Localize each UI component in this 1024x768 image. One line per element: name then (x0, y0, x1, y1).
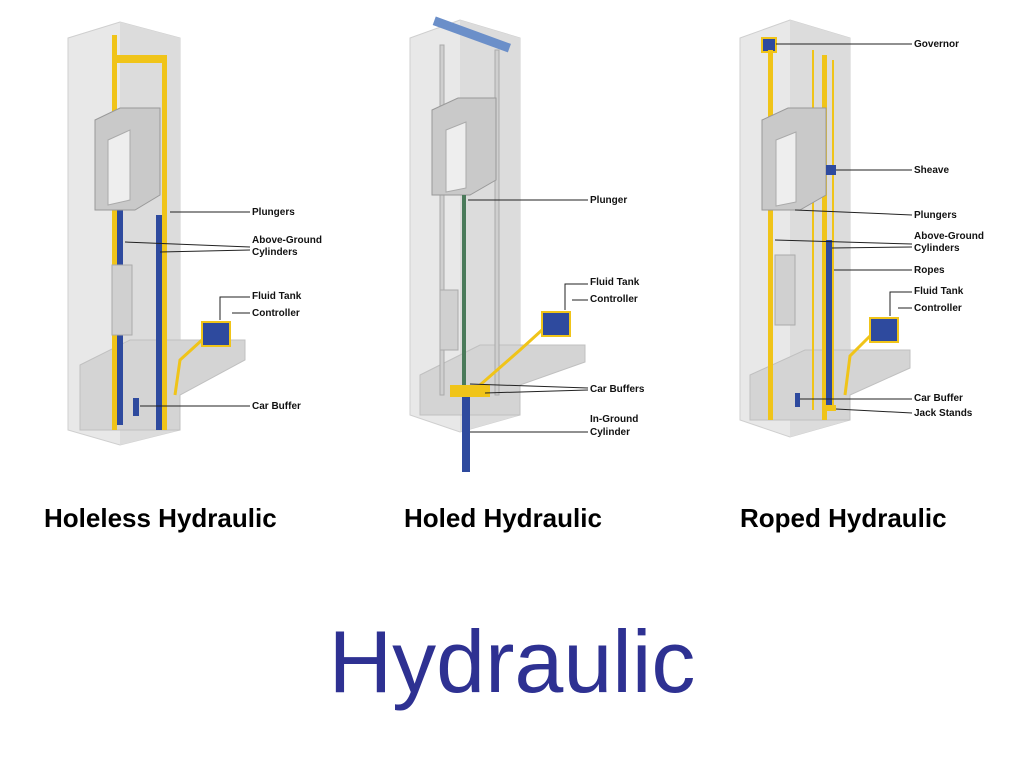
roped-rail-right (822, 55, 827, 420)
holeless-counter-panel (111, 264, 133, 336)
roped-sheave (826, 165, 836, 175)
roped-label-car-buffer: Car Buffer (914, 393, 963, 404)
holeless-label-controller: Controller (252, 308, 300, 319)
holed-plunger (462, 195, 466, 390)
holeless-label-cylinders-1: Above-Ground (252, 235, 322, 246)
holeless-label-cylinders-2: Cylinders (252, 247, 298, 258)
roped-leader-cyl-b (831, 246, 913, 249)
roped-label-fluid-tank: Fluid Tank (914, 286, 964, 297)
holeless-fluid-pipe (173, 338, 204, 396)
roped-label-governor: Governor (914, 39, 959, 50)
roped-rope-b (832, 60, 834, 410)
slide-title: Hydraulic (328, 612, 696, 711)
roped-leader-plungers (794, 209, 913, 216)
holeless-car-door (107, 129, 131, 206)
roped-label-cylinders-1: Above-Ground (914, 231, 984, 242)
elevator-diagrams: Plungers Above-Ground Cylinders Fluid Ta… (67, 16, 984, 472)
holeless-leader-tank (219, 296, 250, 320)
holeless-rail-left (112, 35, 117, 430)
roped-diagram: Governor Sheave Plungers Above-Ground Cy… (739, 19, 984, 438)
holed-label-controller: Controller (590, 294, 638, 305)
holed-fluid-pipe (479, 328, 544, 387)
roped-label-ropes: Ropes (914, 265, 945, 276)
roped-fluid-pipe (843, 334, 872, 396)
roped-car-door (775, 131, 797, 207)
roped-label-plungers: Plungers (914, 210, 957, 221)
roped-fluid-tank (869, 317, 899, 343)
holeless-fluid-tank (201, 321, 231, 347)
holed-beam (432, 16, 511, 53)
holed-leader-tank (564, 283, 588, 310)
holed-label-plunger: Plunger (590, 195, 627, 206)
roped-label-jack-stands: Jack Stands (914, 408, 973, 419)
holed-leader-buffers-a (469, 383, 589, 389)
holed-label-inground-2: Cylinder (590, 427, 630, 438)
holed-fluid-tank (541, 311, 571, 337)
holed-rail-left (439, 44, 445, 396)
holeless-diagram: Plungers Above-Ground Cylinders Fluid Ta… (67, 21, 322, 446)
roped-leader-cyl-a (774, 239, 913, 245)
holed-leader-buffers-b (484, 389, 589, 394)
roped-leader-jack (835, 408, 913, 414)
holeless-rail-right (162, 55, 167, 430)
roped-leader-tank (889, 291, 912, 316)
roped-rope-a (812, 50, 814, 410)
roped-buffer (795, 393, 800, 407)
holeless-leader-cyl-b (159, 249, 251, 253)
roped-rail-left (768, 50, 773, 420)
holed-label-car-buffers: Car Buffers (590, 384, 645, 395)
roped-label-controller: Controller (914, 303, 962, 314)
holeless-label-car-buffer: Car Buffer (252, 401, 301, 412)
roped-jack-stand (822, 405, 836, 411)
holeless-label-fluid-tank: Fluid Tank (252, 291, 302, 302)
holeless-buffer (133, 398, 139, 416)
holeless-crosshead (116, 55, 166, 63)
holeless-cylinder-right (156, 215, 162, 430)
roped-cylinder (826, 240, 832, 410)
holed-buffer-plate (450, 385, 490, 397)
roped-label-sheave: Sheave (914, 165, 949, 176)
roped-governor (761, 37, 777, 53)
holed-inground-cylinder (462, 397, 470, 472)
holed-car-door (445, 121, 467, 193)
roped-counter-panel (774, 254, 796, 326)
caption-holeless: Holeless Hydraulic (44, 503, 277, 533)
holed-rail-right (494, 49, 500, 396)
caption-roped: Roped Hydraulic (740, 503, 947, 533)
holed-counter-panel (439, 289, 459, 351)
holeless-label-plungers: Plungers (252, 207, 295, 218)
holed-label-inground-1: In-Ground (590, 414, 638, 425)
holeless-leader-cyl-a (124, 241, 251, 248)
holed-label-fluid-tank: Fluid Tank (590, 277, 640, 288)
roped-label-cylinders-2: Cylinders (914, 243, 960, 254)
holed-diagram: Plunger Fluid Tank Controller Car Buffer… (409, 16, 645, 472)
caption-holed: Holed Hydraulic (404, 503, 602, 533)
